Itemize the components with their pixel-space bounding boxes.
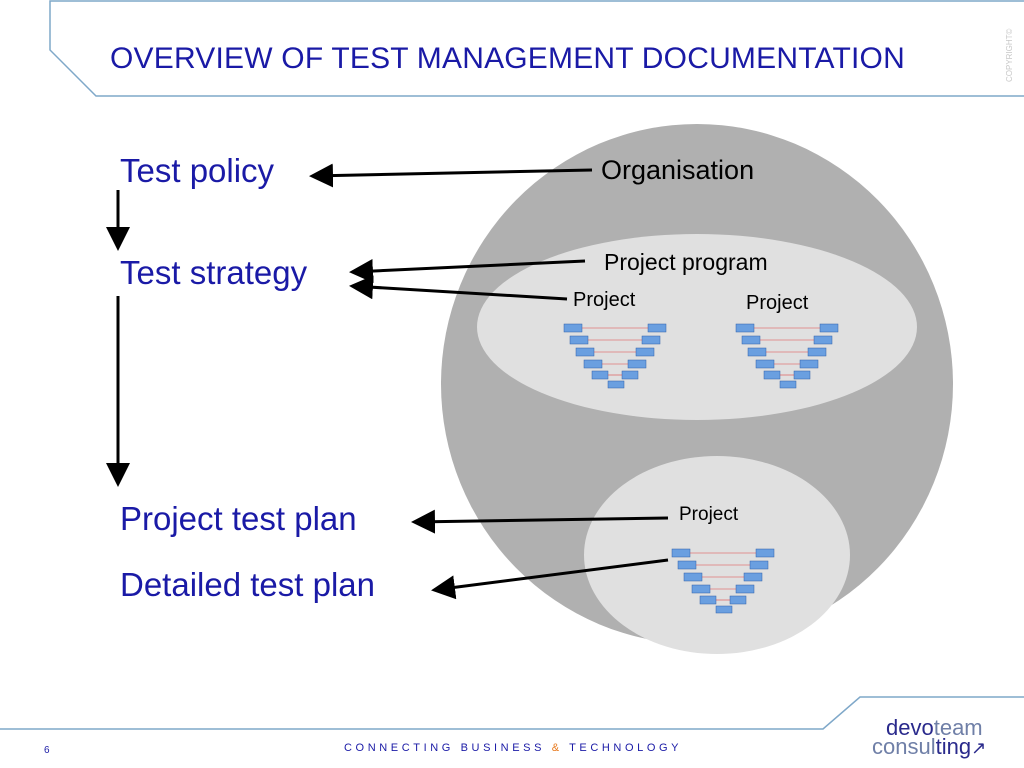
tagline-part: TECHNOLOGY: [562, 742, 683, 754]
test-policy-label: Test policy: [120, 152, 275, 189]
company-logo: devoteam consulting↗: [872, 715, 987, 759]
organisation-label: Organisation: [601, 155, 755, 185]
detailed-test-plan-label: Detailed test plan: [120, 566, 375, 603]
project-program-label: Project program: [604, 249, 768, 275]
project-label: Project: [573, 289, 636, 311]
project-to-strategy-arrow: [349, 275, 568, 301]
project-label: Project: [746, 292, 809, 314]
header-decoration: [49, 0, 1024, 97]
program-to-strategy-arrow: [349, 259, 586, 283]
v-model-illustration: [735, 323, 839, 389]
tagline-ampersand: &: [551, 742, 563, 754]
v-model-illustration: [671, 548, 775, 614]
test-strategy-label: Test strategy: [120, 254, 308, 291]
footer-decoration: [0, 696, 1024, 730]
logo-arrow-icon: ↗: [971, 738, 987, 758]
project-ellipse: [584, 456, 850, 654]
tagline-part: CONNECTING BUSINESS: [344, 742, 552, 754]
page-title: OVERVIEW OF TEST MANAGEMENT DOCUMENTATIO…: [110, 42, 905, 75]
logo-text: devo: [886, 715, 934, 740]
copyright-notice: COPYRIGHT©: [1005, 28, 1014, 82]
logo-text: consul: [872, 734, 936, 759]
page-number: 6: [44, 745, 50, 756]
project-to-detailed-plan-arrow: [431, 558, 669, 600]
footer-tagline: CONNECTING BUSINESS & TECHNOLOGY: [344, 742, 682, 754]
logo-text: ting: [935, 734, 972, 759]
organisation-to-policy-arrow: [309, 163, 593, 188]
logo-text: team: [933, 715, 983, 740]
project-test-plan-label: Project test plan: [120, 500, 357, 537]
project-to-project-plan-arrow: [411, 509, 669, 534]
project-label: Project: [679, 504, 739, 525]
v-model-illustration: [563, 323, 667, 389]
